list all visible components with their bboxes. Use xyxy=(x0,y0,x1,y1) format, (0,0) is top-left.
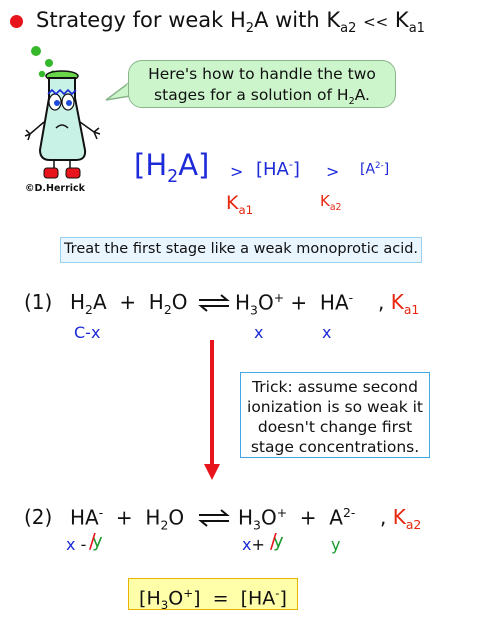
conc-ha: [HA-] xyxy=(256,158,300,180)
trick-box: Trick: assume second ionization is so we… xyxy=(240,372,430,458)
eq1-below-ha: x xyxy=(322,323,332,342)
conc-h2a: [H2A] xyxy=(134,148,210,187)
trick-line-2: ionization is so weak it xyxy=(247,398,423,416)
trick-line-4: stage concentrations. xyxy=(250,438,420,456)
greater-than-1: > xyxy=(230,162,244,181)
ka2-label: Ka2 xyxy=(320,192,342,213)
eq2-crossed-y-1: y/ xyxy=(89,529,103,553)
equilibrium-arrow-icon-2 xyxy=(198,509,230,527)
eq2-products: H3O+ + A2- xyxy=(238,505,356,533)
eq1-ka: , Ka1 xyxy=(378,290,420,317)
author-credit: ©D.Herrick xyxy=(25,183,85,194)
result-box: [H3O+] = [HA-] xyxy=(128,578,298,612)
eq2-crossed-y-2: y/ xyxy=(270,529,284,553)
eq2-below-a2: y xyxy=(331,535,341,554)
flask-mascot-icon xyxy=(24,46,101,179)
conc-a2: [A2-] xyxy=(360,161,390,178)
instruction-box: Treat the first stage like a weak monopr… xyxy=(60,237,422,263)
eq2-below-ha: x - xyxy=(66,535,87,554)
eq2-label: (2) xyxy=(24,505,53,529)
ka1-label: Ka1 xyxy=(226,192,254,217)
eq2-reaction: HA- + H2O xyxy=(70,505,185,533)
eq1-products: H3O+ + HA- xyxy=(235,290,354,318)
trick-line-3: doesn't change first xyxy=(257,418,413,436)
bubble-line-2: stages for a solution of H2A. xyxy=(154,86,370,108)
eq2-below-h3o: x+ xyxy=(242,535,265,554)
bullet-icon xyxy=(10,15,23,28)
down-arrow-icon xyxy=(204,340,220,480)
trick-line-1: Trick: assume second xyxy=(252,378,418,396)
title-text: Strategy for weak H2A with Ka2 << Ka1 xyxy=(36,8,425,37)
eq1-below-h2a: C-x xyxy=(74,323,101,342)
eq1-reaction: H2A + H2O xyxy=(70,290,188,317)
eq1-label: (1) xyxy=(24,290,53,314)
eq1-below-h3o: x xyxy=(254,323,264,342)
greater-than-2: > xyxy=(326,162,340,181)
equilibrium-arrow-icon xyxy=(198,294,230,312)
speech-bubble: Here's how to handle the two stages for … xyxy=(128,60,396,108)
eq2-ka: , Ka2 xyxy=(380,505,422,532)
bubble-line-1: Here's how to handle the two xyxy=(148,65,376,83)
